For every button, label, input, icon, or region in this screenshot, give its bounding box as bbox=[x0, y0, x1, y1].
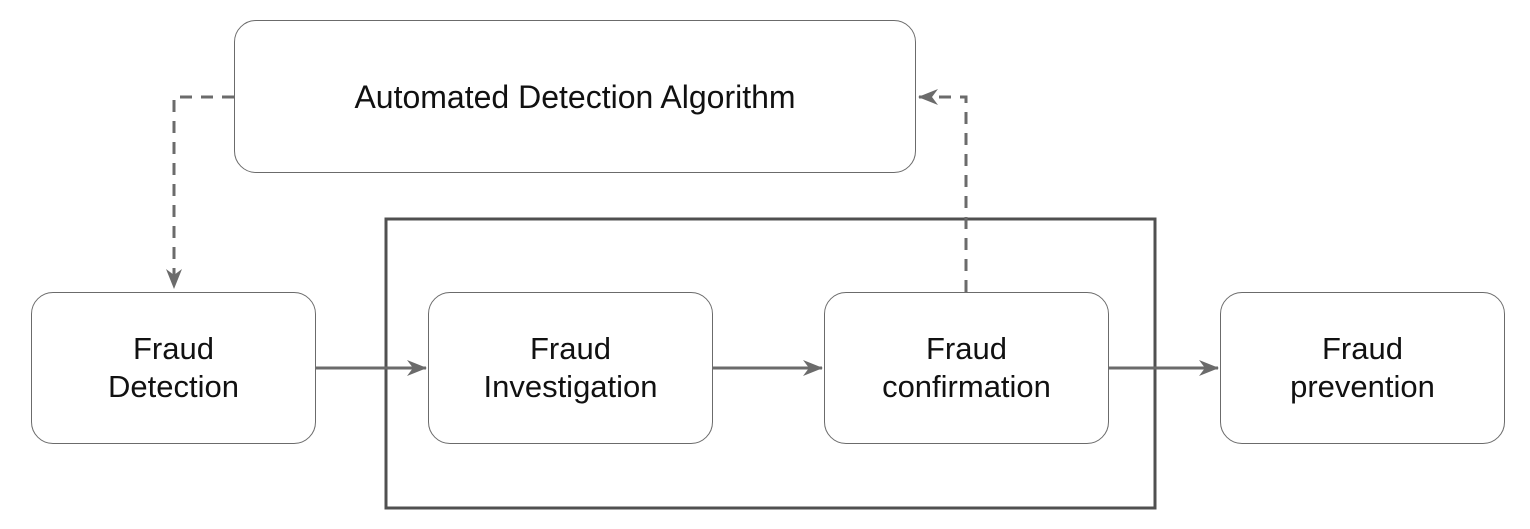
node-detection-line1: Fraud bbox=[133, 331, 214, 366]
process-group-frame bbox=[384, 217, 1157, 510]
node-fraud-confirmation: Fraud confirmation bbox=[824, 292, 1109, 444]
node-investigation-line1: Fraud bbox=[530, 331, 611, 366]
node-algorithm-label: Automated Detection Algorithm bbox=[354, 78, 796, 115]
node-prevention-line1: Fraud bbox=[1322, 331, 1403, 366]
node-automated-detection-algorithm: Automated Detection Algorithm bbox=[234, 20, 916, 173]
node-detection-line2: Detection bbox=[108, 369, 239, 404]
dashed-arrow-confirmation-to-algorithm bbox=[918, 89, 968, 292]
node-confirmation-line1: Fraud bbox=[926, 331, 1007, 366]
node-fraud-detection: Fraud Detection bbox=[31, 292, 316, 444]
node-investigation-line2: Investigation bbox=[483, 369, 658, 404]
node-prevention-line2: prevention bbox=[1290, 369, 1435, 404]
dashed-arrow-algorithm-to-detection bbox=[166, 95, 234, 289]
node-fraud-prevention: Fraud prevention bbox=[1220, 292, 1505, 444]
node-confirmation-line2: confirmation bbox=[882, 369, 1051, 404]
node-fraud-investigation: Fraud Investigation bbox=[428, 292, 713, 444]
